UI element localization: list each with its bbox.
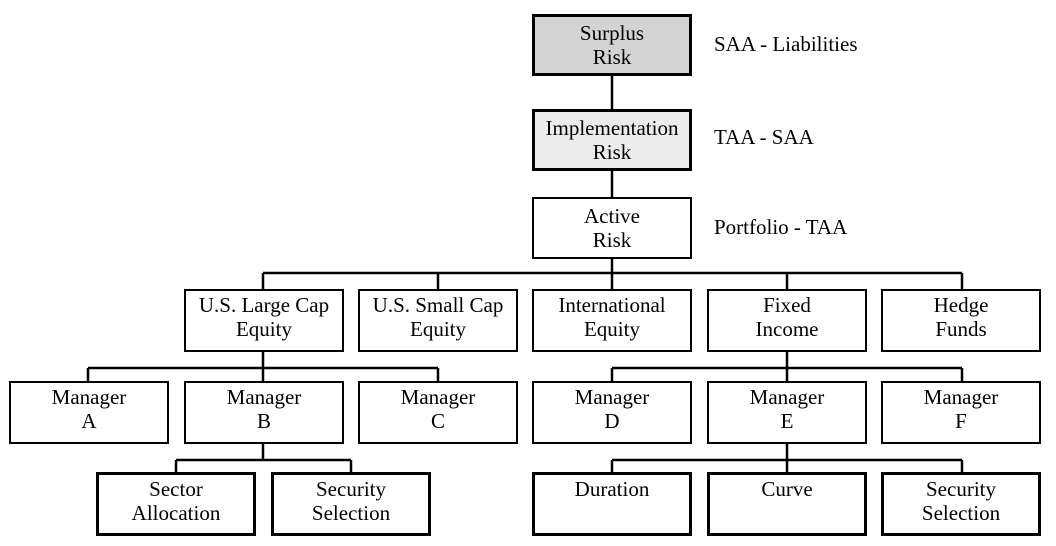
active-risk-label: Portfolio - TAA: [714, 215, 848, 239]
asset-class-large-cap: U.S. Large Cap Equity: [184, 289, 344, 352]
manager-d-box: Manager D: [532, 381, 692, 444]
manager-c-box: Manager C: [358, 381, 518, 444]
asset-class-small-cap: U.S. Small Cap Equity: [358, 289, 518, 352]
surplus-risk-box: Surplus Risk: [532, 14, 692, 76]
security-selection-b-box: Security Selection: [271, 472, 431, 536]
curve-box: Curve: [707, 472, 867, 536]
asset-class-fixed-income: Fixed Income: [707, 289, 867, 352]
surplus-risk-label: SAA - Liabilities: [714, 32, 858, 56]
asset-class-hedge-funds: Hedge Funds: [881, 289, 1041, 352]
manager-e-box: Manager E: [707, 381, 867, 444]
asset-class-international: International Equity: [532, 289, 692, 352]
implementation-risk-box: Implementation Risk: [532, 109, 692, 171]
implementation-risk-label: TAA - SAA: [714, 125, 814, 149]
duration-box: Duration: [532, 472, 692, 536]
sector-allocation-box: Sector Allocation: [96, 472, 256, 536]
manager-a-box: Manager A: [9, 381, 169, 444]
security-selection-e-box: Security Selection: [881, 472, 1041, 536]
manager-f-box: Manager F: [881, 381, 1041, 444]
manager-b-box: Manager B: [184, 381, 344, 444]
active-risk-box: Active Risk: [532, 197, 692, 259]
